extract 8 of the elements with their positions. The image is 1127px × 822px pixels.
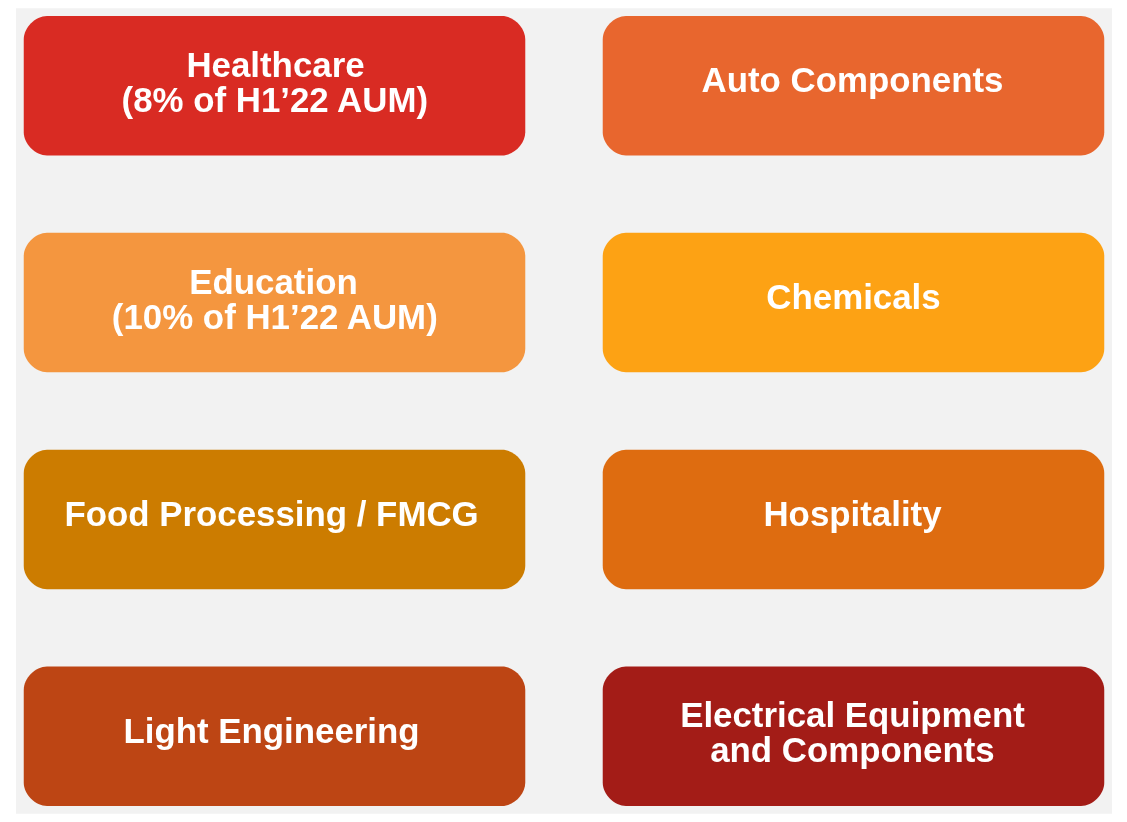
node-box: Light Engineering (23, 666, 525, 806)
node-box: Hospitality (602, 449, 1104, 590)
node-box: Electrical Equipment and Components (602, 666, 1104, 806)
node-box: Education (10% of H1’22 AUM) (23, 232, 525, 373)
node-box: Chemicals (602, 232, 1104, 373)
node-box: Food Processing / FMCG (23, 449, 525, 590)
node-box: Auto Components (602, 16, 1104, 156)
node-box: Healthcare (8% of H1’22 AUM) (23, 16, 525, 156)
